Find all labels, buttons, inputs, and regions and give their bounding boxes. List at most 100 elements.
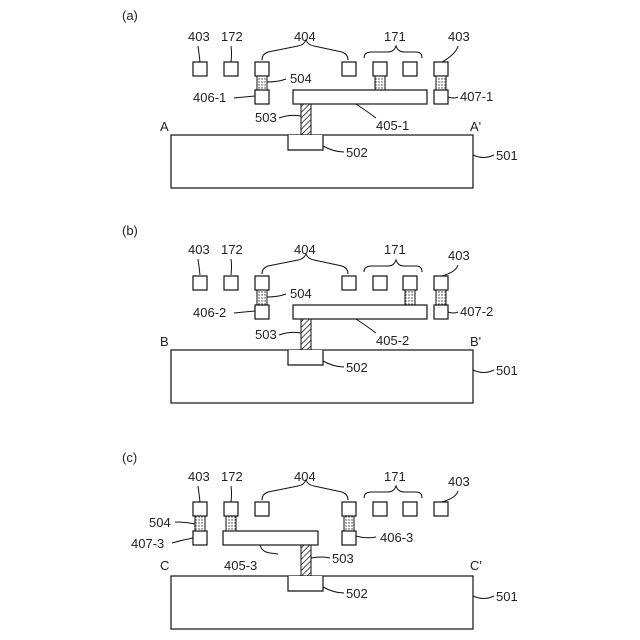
pad-403-right <box>434 62 448 76</box>
leader-504 <box>267 79 286 82</box>
pad-407 <box>193 531 207 545</box>
label-403-right: 403 <box>448 29 470 44</box>
pad-406 <box>342 531 356 545</box>
label-407: 407-1 <box>460 89 493 104</box>
pad-403-right <box>434 502 448 516</box>
label-172: 172 <box>221 242 243 257</box>
leader-405 <box>356 319 376 333</box>
pad-406 <box>255 305 269 319</box>
leader-407 <box>448 97 458 98</box>
leader-406 <box>234 311 255 313</box>
leader-172 <box>231 46 232 62</box>
section-left: C <box>160 558 169 573</box>
label-405: 405-2 <box>376 333 409 348</box>
leader-503 <box>279 332 301 335</box>
leader-501 <box>473 596 494 599</box>
leader-172 <box>231 259 232 275</box>
pad-404-a <box>255 502 269 516</box>
label-172: 172 <box>221 29 243 44</box>
label-172: 172 <box>221 469 243 484</box>
label-503: 503 <box>255 327 277 342</box>
brace-171 <box>364 260 422 272</box>
brace-171 <box>364 486 422 498</box>
leader-172 <box>231 486 232 502</box>
pad-404-b <box>342 276 356 290</box>
diffusion-502 <box>288 135 323 150</box>
via-504-left <box>195 516 205 531</box>
via-504-left <box>257 290 267 305</box>
diffusion-502 <box>288 576 323 591</box>
pad-406 <box>255 90 269 104</box>
via-504-left <box>257 76 267 90</box>
via-503 <box>301 545 311 576</box>
panel-c: (c) 403 172 404 171 403 504 407-3 406-3 … <box>122 450 518 629</box>
via-504-right <box>436 290 446 305</box>
leader-403-right <box>442 46 458 62</box>
pad-403-left <box>193 502 207 516</box>
pad-404-a <box>255 62 269 76</box>
label-502: 502 <box>346 586 368 601</box>
pad-171-b <box>403 62 417 76</box>
via-504-mid <box>405 290 415 305</box>
label-502: 502 <box>346 360 368 375</box>
pad-407 <box>434 90 448 104</box>
panel-b: (b) 403 172 404 171 403 504 406-2 407-2 … <box>122 223 518 403</box>
via-503 <box>301 104 311 135</box>
label-404: 404 <box>294 242 316 257</box>
label-171: 171 <box>384 29 406 44</box>
leader-504 <box>267 294 286 297</box>
label-504: 504 <box>149 515 171 530</box>
label-403-left: 403 <box>188 29 210 44</box>
label-406: 406-2 <box>193 305 226 320</box>
leader-501 <box>473 370 494 373</box>
label-405: 405-1 <box>376 118 409 133</box>
panel-label: (b) <box>122 223 138 238</box>
pad-403-right <box>434 276 448 290</box>
leader-403-left <box>198 259 200 275</box>
label-406: 406-1 <box>193 90 226 105</box>
panel-label: (a) <box>122 8 138 23</box>
section-right: B' <box>470 334 481 349</box>
leader-406 <box>356 536 376 538</box>
leader-403-right <box>442 265 458 276</box>
via-504-mid <box>375 76 385 90</box>
pad-407 <box>434 305 448 319</box>
diffusion-502 <box>288 350 323 365</box>
leader-503 <box>279 115 301 118</box>
wiring-405 <box>293 90 427 104</box>
label-403-right: 403 <box>448 248 470 263</box>
label-171: 171 <box>384 469 406 484</box>
label-501: 501 <box>496 148 518 163</box>
pad-172 <box>224 276 238 290</box>
leader-407 <box>448 312 458 313</box>
label-502: 502 <box>346 145 368 160</box>
label-406: 406-3 <box>380 530 413 545</box>
pad-403-left <box>193 62 207 76</box>
section-right: C' <box>470 558 482 573</box>
pad-404-b <box>342 62 356 76</box>
pad-404-a <box>255 276 269 290</box>
pad-171-a <box>373 502 387 516</box>
pad-172 <box>224 502 238 516</box>
label-407: 407-2 <box>460 304 493 319</box>
brace-171 <box>364 46 422 58</box>
via-504-right <box>436 76 446 90</box>
label-403-left: 403 <box>188 242 210 257</box>
wiring-405 <box>223 531 318 545</box>
pad-172 <box>224 62 238 76</box>
leader-405 <box>260 545 278 554</box>
leader-504 <box>175 522 195 524</box>
pad-404-b <box>342 502 356 516</box>
via-504-right <box>344 516 354 531</box>
via-504-172 <box>226 516 236 531</box>
label-503: 503 <box>332 551 354 566</box>
label-403-left: 403 <box>188 469 210 484</box>
pad-403-left <box>193 276 207 290</box>
wiring-405 <box>293 305 427 319</box>
label-403-right: 403 <box>448 474 470 489</box>
label-501: 501 <box>496 589 518 604</box>
via-503 <box>301 319 311 350</box>
section-left: A <box>160 119 169 134</box>
section-right: A' <box>470 119 481 134</box>
section-left: B <box>160 334 169 349</box>
